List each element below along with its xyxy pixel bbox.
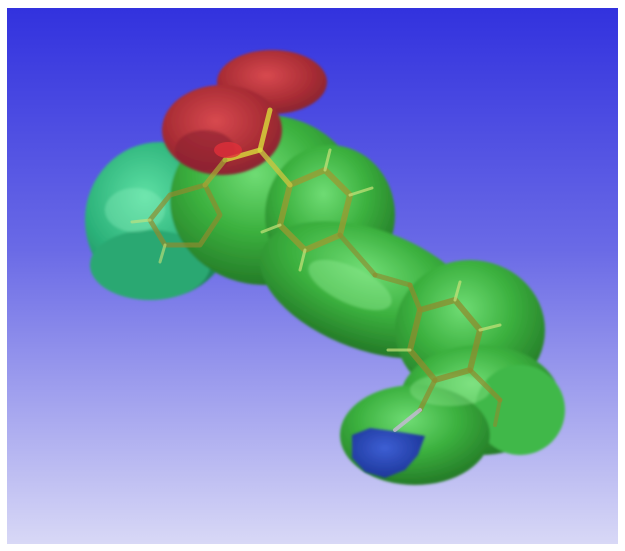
bond-lower-1 xyxy=(417,377,438,413)
bond-lower-4 xyxy=(493,398,502,427)
red-region-shade xyxy=(175,130,235,170)
h-6 xyxy=(478,323,502,332)
surface-highlight-1 xyxy=(308,259,392,311)
h-3 xyxy=(298,248,307,272)
red-accent xyxy=(214,142,242,158)
bond-sticks xyxy=(130,107,503,432)
h-5 xyxy=(453,280,462,302)
h-1 xyxy=(323,148,332,172)
bond-bridge-2 xyxy=(372,272,413,288)
surface-bottom-right xyxy=(475,365,565,455)
h-2 xyxy=(348,186,374,197)
bond-ring2-link xyxy=(407,282,423,313)
h-8 xyxy=(158,243,167,264)
blue-region-patch xyxy=(352,428,425,478)
bond-ring1-up xyxy=(257,147,293,188)
blue-region xyxy=(352,428,425,478)
molecular-surface xyxy=(85,115,565,485)
bond-left-link xyxy=(202,157,228,188)
bond-top-left xyxy=(222,147,263,163)
h-4 xyxy=(260,223,282,234)
bond-lower-2 xyxy=(393,408,422,432)
bond-top xyxy=(257,107,273,153)
h-9 xyxy=(130,218,152,224)
bond-bridge-1 xyxy=(337,232,378,278)
surface-highlight-3 xyxy=(410,374,490,406)
bond-lower-3 xyxy=(467,367,503,403)
